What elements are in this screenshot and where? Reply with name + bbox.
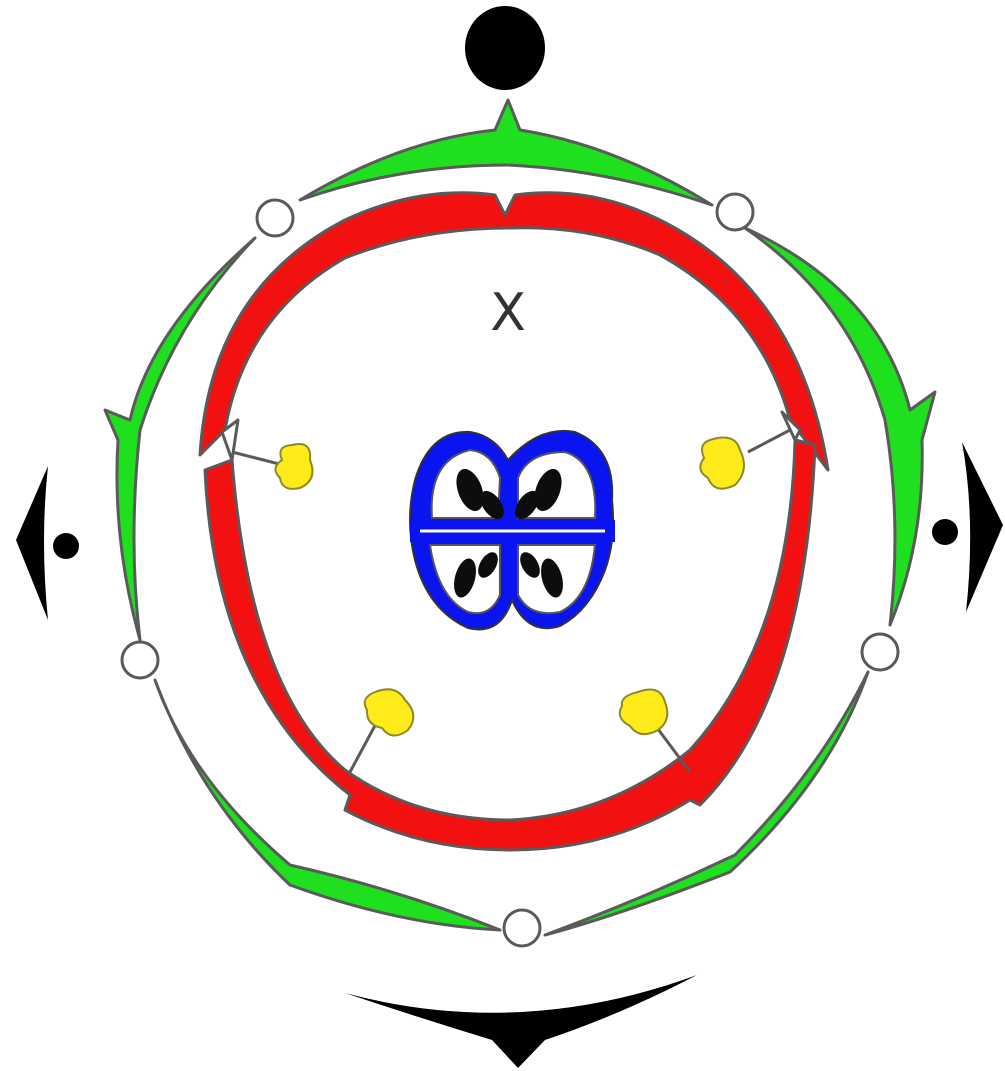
- sepal-top: [300, 100, 712, 205]
- sepal-left: [155, 680, 500, 930]
- stamen-upper-right: [700, 438, 744, 489]
- filament-lower-left: [350, 720, 378, 772]
- ovary: [410, 431, 615, 630]
- sepal-gap-top-left: [257, 200, 293, 236]
- bracteole-right: [962, 442, 1003, 612]
- sepal-gap-bottom: [504, 910, 540, 946]
- bract: [345, 975, 697, 1068]
- stamen-lower-right: [620, 690, 668, 735]
- sepal-gap-left: [122, 642, 158, 678]
- sepal-gap-top-right: [717, 194, 753, 230]
- filament-upper-right: [748, 430, 790, 452]
- bracteole-right-dot: [932, 519, 958, 545]
- axis-marker: [465, 6, 545, 90]
- sepal-right: [745, 228, 935, 625]
- stamen-upper-left: [275, 444, 312, 489]
- sepal-gap-right: [862, 634, 898, 670]
- bracteole-left-dot: [53, 533, 79, 559]
- symbol-x: X: [490, 283, 526, 343]
- bracteole-left: [16, 466, 48, 620]
